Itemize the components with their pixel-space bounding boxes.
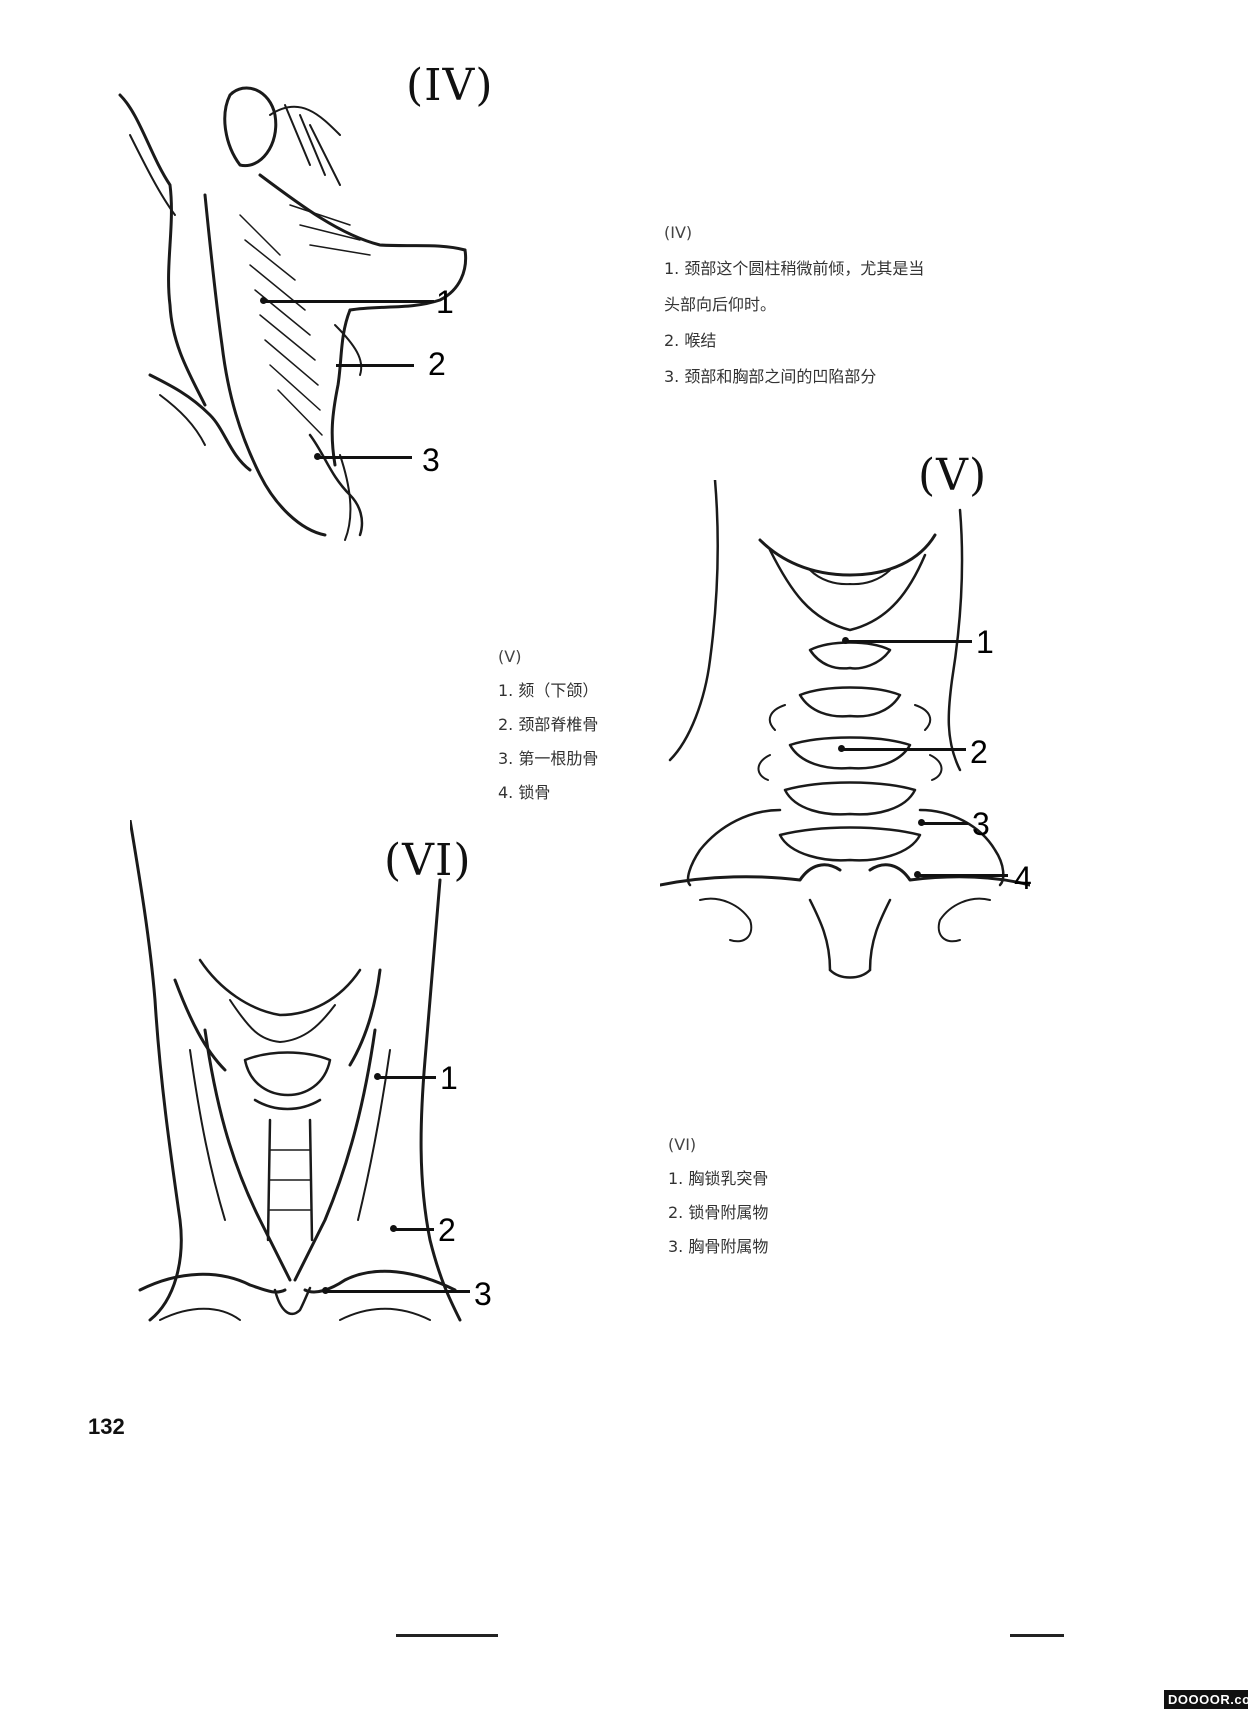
figure-v-leader-dot-4 bbox=[914, 871, 921, 878]
caption-v-item-2: 2. 颈部脊椎骨 bbox=[498, 715, 599, 734]
figure-v-label-2: 2 bbox=[970, 734, 988, 770]
figure-vi-leader-2 bbox=[394, 1228, 434, 1231]
figure-iv-label-2: 2 bbox=[428, 346, 446, 382]
figure-vi-leader-dot-2 bbox=[390, 1225, 397, 1232]
figure-vi-title: (VI) bbox=[384, 835, 472, 886]
caption-v-item-4: 4. 锁骨 bbox=[498, 783, 551, 802]
figure-v-leader-1 bbox=[846, 640, 972, 643]
caption-v-heading: (V) bbox=[498, 647, 522, 666]
figure-vi-label-1: 1 bbox=[440, 1060, 458, 1096]
caption-iv-item-1-cont: 头部向后仰时。 bbox=[664, 295, 777, 314]
figure-iv-label-1: 1 bbox=[436, 284, 454, 320]
caption-vi-heading: (VI) bbox=[668, 1135, 697, 1154]
caption-vi-item-2: 2. 锁骨附属物 bbox=[668, 1203, 769, 1222]
figure-v-label-4: 4 bbox=[1014, 860, 1032, 896]
caption-vi: (VI) 1. 胸锁乳突骨 2. 锁骨附属物 3. 胸骨附属物 bbox=[668, 1128, 768, 1264]
caption-v-item-1: 1. 颏（下颌） bbox=[498, 681, 599, 700]
bottom-edge-mark-right bbox=[1010, 1634, 1064, 1637]
figure-iv-neck-side-sketch bbox=[110, 75, 490, 545]
figure-vi-leader-dot-3 bbox=[322, 1287, 329, 1294]
figure-iv-leader-dot-1 bbox=[260, 297, 267, 304]
figure-vi-leader-3 bbox=[326, 1290, 470, 1293]
caption-v-item-3: 3. 第一根肋骨 bbox=[498, 749, 599, 768]
figure-vi-label-2: 2 bbox=[438, 1212, 456, 1248]
figure-iv-label-3: 3 bbox=[422, 442, 440, 478]
figure-v-label-3: 3 bbox=[972, 806, 990, 842]
figure-vi-neck-front-sketch bbox=[130, 820, 470, 1370]
caption-vi-item-1: 1. 胸锁乳突骨 bbox=[668, 1169, 769, 1188]
caption-vi-item-3: 3. 胸骨附属物 bbox=[668, 1237, 769, 1256]
figure-v-leader-dot-3 bbox=[918, 819, 925, 826]
watermark-badge: DOOOOR.com bbox=[1164, 1690, 1248, 1709]
caption-iv-item-1: 1. 颈部这个圆柱稍微前倾，尤其是当 bbox=[664, 259, 925, 278]
figure-v-leader-dot-1 bbox=[842, 637, 849, 644]
figure-iv-leader-2 bbox=[336, 364, 414, 367]
figure-v-leader-2 bbox=[842, 748, 966, 751]
figure-v-leader-4 bbox=[918, 874, 1008, 877]
caption-iv-heading: (IV) bbox=[664, 223, 693, 242]
figure-v-title: (V) bbox=[918, 450, 988, 501]
caption-iv-item-2: 2. 喉结 bbox=[664, 331, 717, 350]
figure-iv-title: (IV) bbox=[406, 60, 494, 111]
figure-v-leader-3 bbox=[922, 822, 968, 825]
figure-v-leader-dot-2 bbox=[838, 745, 845, 752]
caption-v: (V) 1. 颏（下颌） 2. 颈部脊椎骨 3. 第一根肋骨 4. 锁骨 bbox=[498, 640, 598, 810]
caption-iv-item-3: 3. 颈部和胸部之间的凹陷部分 bbox=[664, 367, 877, 386]
figure-iv-leader-dot-3 bbox=[314, 453, 321, 460]
figure-vi-leader-dot-1 bbox=[374, 1073, 381, 1080]
caption-iv: (IV) 1. 颈部这个圆柱稍微前倾，尤其是当 头部向后仰时。 2. 喉结 3.… bbox=[664, 215, 924, 395]
figure-iv-leader-3 bbox=[318, 456, 412, 459]
page-number: 132 bbox=[88, 1414, 125, 1439]
figure-v-label-1: 1 bbox=[976, 624, 994, 660]
figure-vi-leader-1 bbox=[378, 1076, 436, 1079]
figure-iv-leader-1 bbox=[264, 300, 434, 303]
bottom-edge-mark-left bbox=[396, 1634, 498, 1637]
figure-vi-label-3: 3 bbox=[474, 1276, 492, 1312]
